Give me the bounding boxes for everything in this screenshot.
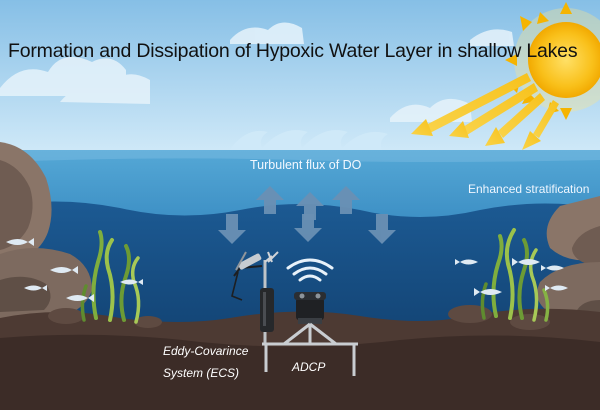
fish-icon bbox=[6, 238, 568, 302]
seaweed-icon bbox=[480, 228, 550, 322]
ecs-label: Eddy-Covarince System (ECS) bbox=[163, 340, 248, 384]
sun-icon bbox=[505, 2, 600, 120]
adcp-instrument bbox=[294, 292, 326, 324]
sound-wave-icon bbox=[286, 258, 334, 282]
ecs-label-line2: System (ECS) bbox=[163, 366, 240, 380]
upward-flux-arrows bbox=[256, 186, 360, 220]
ecs-label-line1: Eddy-Covarince bbox=[163, 344, 249, 358]
clouds bbox=[0, 22, 514, 122]
stratification-label: Enhanced stratification bbox=[468, 182, 590, 196]
instrument-frame bbox=[262, 322, 358, 376]
eddy-covariance-system bbox=[231, 251, 279, 344]
downward-flux-arrows bbox=[218, 214, 396, 244]
right-shore-rocks bbox=[537, 196, 600, 326]
left-shore-rocks bbox=[0, 142, 92, 322]
sunlight-arrows bbox=[411, 73, 559, 150]
diagram-title: Formation and Dissipation of Hypoxic Wat… bbox=[8, 40, 578, 62]
turbulent-flux-label: Turbulent flux of DO bbox=[250, 158, 362, 172]
adcp-label: ADCP bbox=[292, 360, 326, 374]
